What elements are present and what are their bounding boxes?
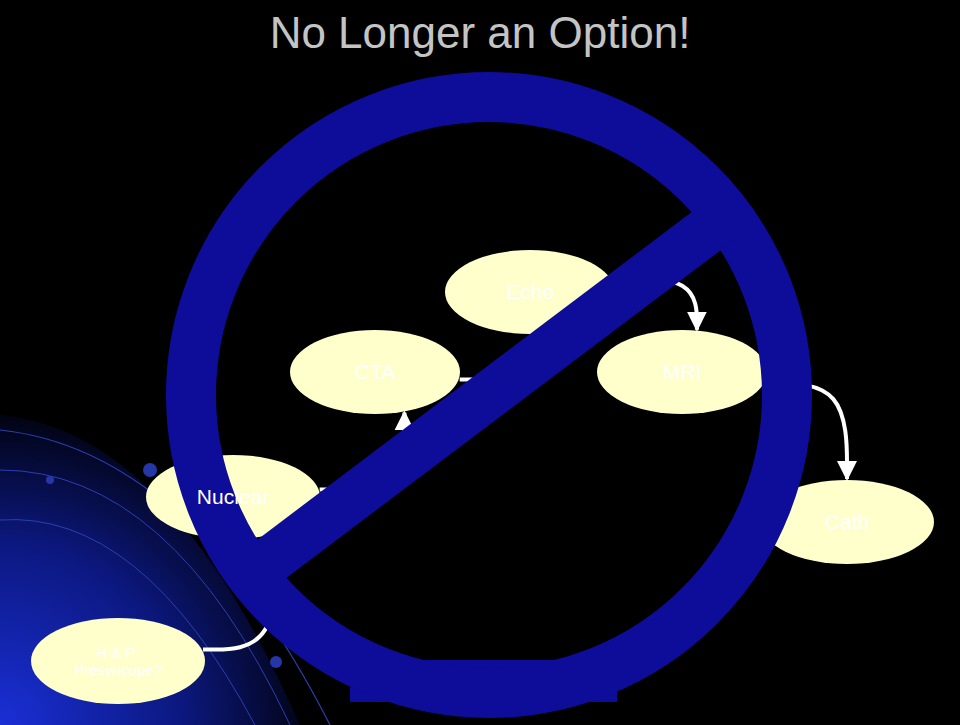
sign-ring	[191, 97, 787, 693]
ellipse-fill	[290, 330, 460, 414]
ellipse-fill	[146, 455, 320, 539]
node-label: H & P: Presyncope?	[59, 644, 177, 679]
process-ellipse: Echo	[444, 249, 616, 335]
flow-arrow	[611, 277, 697, 329]
process-ellipse: H & P: Presyncope?	[30, 617, 206, 705]
process-ellipse: Cath	[759, 479, 935, 565]
swoosh-dot	[46, 476, 54, 484]
ellipse-fill	[760, 480, 934, 564]
node-label: Nuclear	[197, 485, 269, 509]
ellipse-fill	[597, 330, 767, 414]
flow-arrow	[320, 412, 405, 489]
flow-arrow	[460, 334, 553, 380]
slide-title: No Longer an Option!	[0, 8, 960, 58]
ellipse-fill	[31, 618, 205, 704]
node-label: CTA	[355, 360, 395, 384]
ellipse-fill	[445, 250, 615, 334]
swoosh-dot	[143, 463, 157, 477]
swoosh-dot	[270, 656, 282, 668]
flow-arrow	[765, 383, 847, 479]
node-label: Cath	[825, 510, 869, 534]
node-label: MRI	[663, 360, 702, 384]
swoosh-line	[0, 520, 255, 725]
process-ellipse: Nuclear	[145, 454, 321, 540]
swoosh-line	[0, 430, 330, 725]
process-ellipse: MRI	[596, 329, 768, 415]
node-label: Echo	[506, 280, 554, 304]
sign-base	[350, 660, 617, 702]
process-ellipse: CTA	[289, 329, 461, 415]
flow-arrow	[203, 534, 277, 649]
